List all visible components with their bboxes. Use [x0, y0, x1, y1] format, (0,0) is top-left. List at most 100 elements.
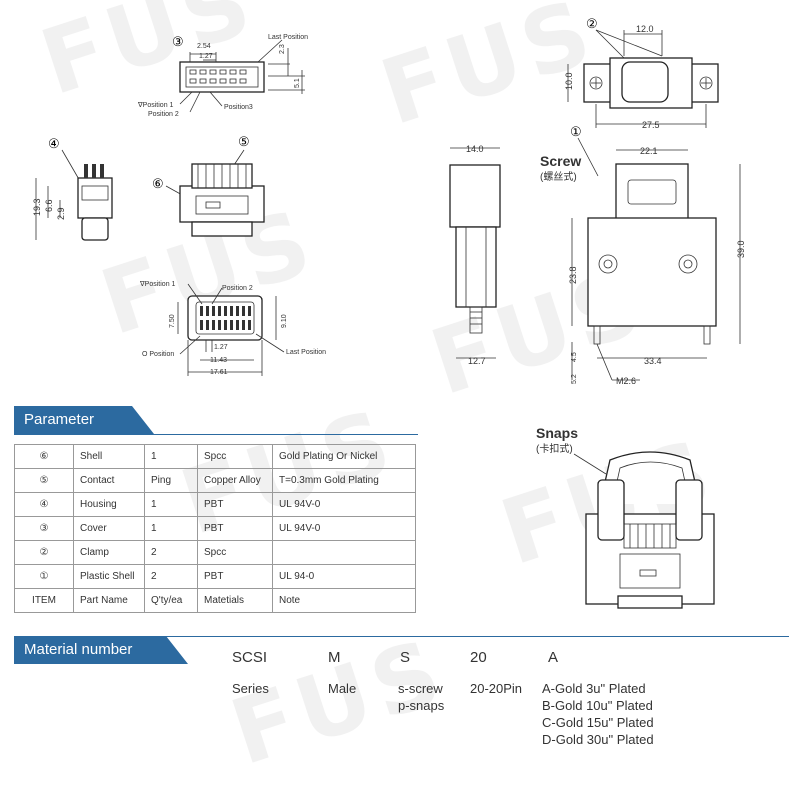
- plating-a: A-Gold 3u" Plated: [542, 681, 646, 696]
- dim: 12.0: [636, 24, 654, 34]
- dim: 10.0: [564, 72, 574, 90]
- cell-material: Spcc: [197, 444, 273, 469]
- callout-4: ④: [48, 136, 60, 151]
- dim: 1.27: [199, 53, 213, 60]
- plating-d: D-Gold 30u" Plated: [542, 732, 654, 747]
- housing-outline: [179, 61, 265, 93]
- cell-item: ③: [14, 516, 74, 541]
- view-front: ∇Position 1 Position 2 7.50 9.10 1.27 11…: [139, 280, 326, 376]
- cell-note: Gold Plating Or Nickel: [272, 444, 416, 469]
- parameter-title: Parameter: [14, 406, 154, 434]
- view-5-6: ⑤ ⑥: [152, 134, 265, 237]
- dim: 23.8: [568, 266, 578, 284]
- desc-series: Series: [232, 681, 269, 696]
- table-row: ① Plastic Shell 2 PBT UL 94-0: [14, 564, 416, 589]
- view-3: ③ 2.54 1.27 Last Position 2.3 5.1 ∇Posit…: [137, 34, 308, 118]
- code-plating: A: [548, 649, 559, 666]
- parameter-rule: [14, 434, 418, 435]
- plating-c: C-Gold 15u" Plated: [542, 715, 654, 730]
- view-snaps: Snaps (卡扣式): [536, 425, 715, 609]
- cell-qty: 2: [144, 564, 198, 589]
- label: Last Position: [286, 349, 326, 356]
- screw-subtitle: (螺丝式): [540, 170, 577, 183]
- dim: 2.54: [197, 43, 211, 50]
- dim: 9.10: [281, 314, 288, 328]
- table-row: ③ Cover 1 PBT UL 94V-0: [14, 516, 416, 541]
- cell-item: ⑤: [14, 468, 74, 493]
- callout-3: ③: [172, 34, 184, 49]
- dim: 19.3: [32, 198, 42, 216]
- callout-2: ②: [586, 16, 598, 31]
- table-row: ⑤ Contact Ping Copper Alloy T=0.3mm Gold…: [14, 468, 416, 493]
- cell-material: Spcc: [197, 540, 273, 565]
- dim: 5.2: [571, 374, 578, 384]
- dim: 14.0: [466, 144, 484, 154]
- label: Last Position: [268, 34, 308, 41]
- dim: 22.1: [640, 146, 658, 156]
- snaps-title: Snaps: [536, 425, 578, 441]
- dim: 1.27: [214, 344, 228, 351]
- cell-item: ①: [14, 564, 74, 589]
- table-header-row: ITEM Part Name Q'ty/ea Matetials Note: [14, 588, 416, 613]
- code-lock: S: [400, 649, 411, 666]
- label: Position3: [224, 104, 253, 111]
- desc-lock: s-screw p-snaps: [398, 680, 444, 714]
- dim: M2.6: [616, 376, 636, 386]
- dim: 11.43: [210, 357, 227, 364]
- dim: 4.5: [571, 352, 578, 362]
- code-gender: M: [328, 649, 341, 666]
- cell-part: Housing: [73, 492, 145, 517]
- cell-material: PBT: [197, 492, 273, 517]
- table-row: ⑥ Shell 1 Spcc Gold Plating Or Nickel: [14, 444, 416, 469]
- desc-pins: 20-20Pin: [470, 681, 523, 696]
- cell-part: Clamp: [73, 540, 145, 565]
- cell-note: UL 94V-0: [272, 516, 416, 541]
- dim: 12.7: [468, 356, 486, 366]
- header-material: Matetials: [197, 588, 273, 613]
- cell-qty: 1: [144, 444, 198, 469]
- view-4: ④ 19.3 6.6 2.9: [32, 136, 113, 241]
- cell-material: Copper Alloy: [197, 468, 273, 493]
- code-pins: 20: [470, 649, 487, 666]
- cell-item: ④: [14, 492, 74, 517]
- label: ∇Position 1: [139, 280, 176, 288]
- cell-qty: 1: [144, 492, 198, 517]
- cell-note: [272, 540, 416, 565]
- dim: 6.6: [44, 199, 54, 212]
- cell-material: PBT: [197, 516, 273, 541]
- cell-note: T=0.3mm Gold Plating: [272, 468, 416, 493]
- callout-5: ⑤: [238, 134, 250, 149]
- dim: 5.1: [294, 78, 301, 88]
- view-2: ② 12.0 10.0 27.5: [564, 16, 719, 130]
- cell-item: ⑥: [14, 444, 74, 469]
- header-qty: Q'ty/ea: [144, 588, 198, 613]
- cell-material: PBT: [197, 564, 273, 589]
- label: Position 2: [222, 285, 253, 292]
- cell-qty: 1: [144, 516, 198, 541]
- label: Position 2: [148, 111, 179, 118]
- callout-6: ⑥: [152, 176, 164, 191]
- header-part: Part Name: [73, 588, 145, 613]
- desc-gender: Male: [328, 681, 357, 696]
- cell-item: ②: [14, 540, 74, 565]
- header-note: Note: [272, 588, 416, 613]
- desc-snap: p-snaps: [398, 698, 445, 713]
- view-1: ① Screw (螺丝式) 14.0 12.7 22.1 39.0: [449, 124, 746, 386]
- header-item: ITEM: [14, 588, 74, 613]
- code-series: SCSI: [232, 649, 268, 666]
- parameter-table: ⑥ Shell 1 Spcc Gold Plating Or Nickel ⑤ …: [14, 444, 416, 613]
- callout-1: ①: [570, 124, 582, 139]
- label: ∇Position 1: [137, 101, 174, 109]
- desc-screw: s-screw: [398, 681, 443, 696]
- cell-part: Plastic Shell: [73, 564, 145, 589]
- dim: 39.0: [736, 240, 746, 258]
- dim: 33.4: [644, 356, 662, 366]
- plating-b: B-Gold 10u" Plated: [542, 698, 653, 713]
- desc-plating: A-Gold 3u" Plated B-Gold 10u" Plated C-G…: [542, 680, 654, 748]
- cell-note: UL 94V-0: [272, 492, 416, 517]
- cell-qty: 2: [144, 540, 198, 565]
- table-row: ② Clamp 2 Spcc: [14, 540, 416, 565]
- dim: 2.9: [56, 207, 66, 220]
- cell-part: Cover: [73, 516, 145, 541]
